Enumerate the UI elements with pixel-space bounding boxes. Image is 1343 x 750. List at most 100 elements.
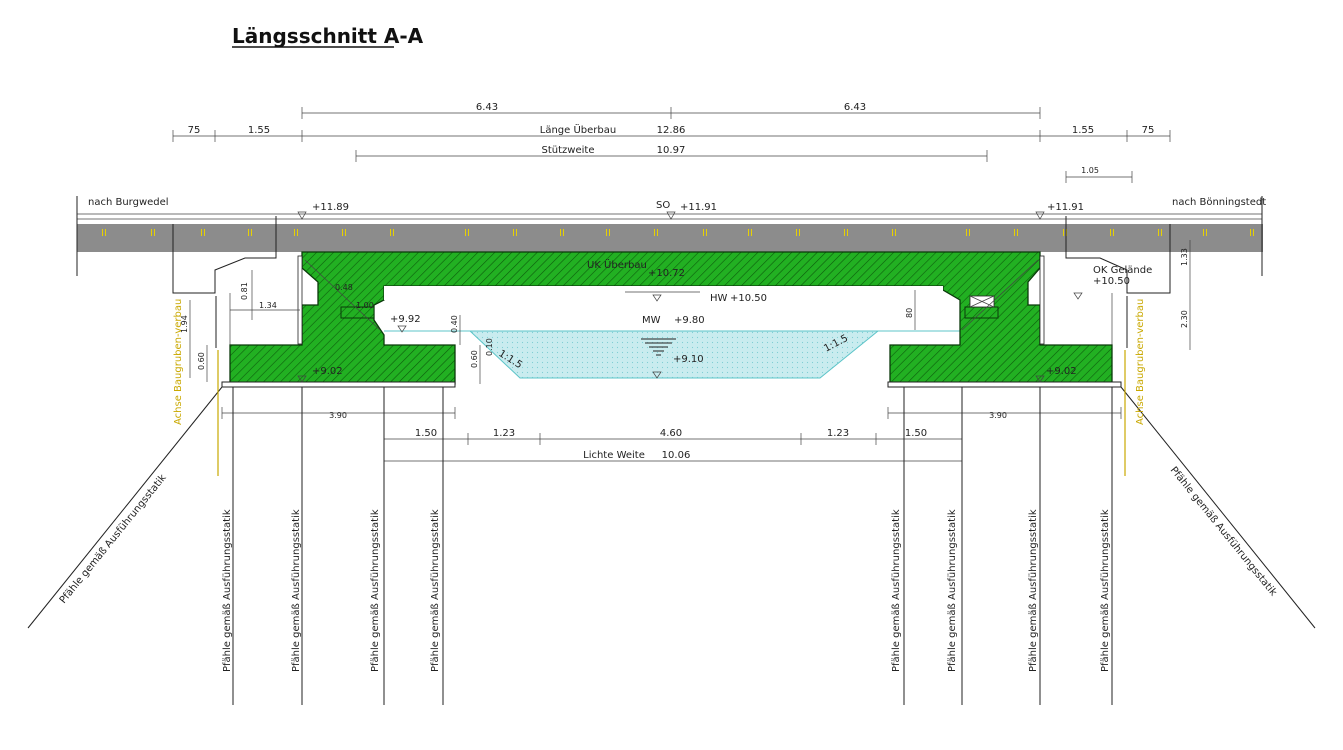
svg-text:1.50: 1.50 [905, 428, 927, 439]
svg-text:0.48: 0.48 [335, 283, 353, 292]
lane-marking: II [1202, 228, 1208, 239]
svg-text:1.34: 1.34 [259, 301, 277, 310]
dim-left-75: 75 [188, 125, 201, 136]
svg-text:1.23: 1.23 [827, 428, 849, 439]
level-ok-value: +10.50 [1093, 276, 1130, 287]
lane-marking: II [559, 228, 565, 239]
svg-text:Pfähle gemäß Ausführungsstatik: Pfähle gemäß Ausführungsstatik [430, 509, 441, 672]
foundation-width-dims: 3.90 3.90 [221, 407, 1122, 420]
lane-marking: II [605, 228, 611, 239]
svg-text:Lichte Weite: Lichte Weite [583, 450, 645, 461]
found-right-marker [1035, 375, 1045, 383]
svg-text:1.50: 1.50 [415, 428, 437, 439]
lane-marking: II [247, 228, 253, 239]
foundation-plate-right [887, 381, 1122, 388]
label-mw: MW [642, 315, 661, 326]
level-so-label: SO [656, 200, 670, 211]
ok-marker [1073, 292, 1083, 300]
svg-text:Pfähle gemäß Ausführungsstatik: Pfähle gemäß Ausführungsstatik [291, 509, 302, 672]
pile-labels: Pfähle gemäß Ausführungsstatik Pfähle ge… [58, 465, 1279, 672]
dimension-stuetzweite: Stützweite 10.97 [355, 145, 988, 162]
svg-text:1.00: 1.00 [356, 301, 374, 310]
lane-marking: II [653, 228, 659, 239]
road-surface [76, 196, 1263, 276]
svg-text:Pfähle gemäß Ausführungsstatik: Pfähle gemäß Ausführungsstatik [1100, 509, 1111, 672]
axis-label-right: Achse Baugruben-verbau [1135, 299, 1146, 425]
svg-text:2.30: 2.30 [1180, 310, 1189, 328]
foundation-plate-left [221, 381, 456, 388]
dimension-half-spans: 6.43 6.43 [301, 102, 1041, 119]
right-ground-lines [1065, 216, 1171, 348]
level-found-left: +9.02 [312, 366, 343, 377]
dim-stuetz-label: Stützweite [542, 145, 595, 156]
dimension-right-105: 1.05 [1065, 166, 1133, 183]
label-hw: HW [710, 293, 728, 304]
abutment-walls [297, 255, 1045, 345]
left-ground-lines [172, 216, 277, 348]
svg-text:Pfähle gemäß Ausführungsstatik: Pfähle gemäß Ausführungsstatik [891, 509, 902, 672]
lane-marking: II [1109, 228, 1115, 239]
lane-marking: II [389, 228, 395, 239]
lane-marking: II [1157, 228, 1163, 239]
vertical-dims-right: 80 1.33 2.30 [905, 240, 1191, 350]
dim-laenge-value: 12.86 [657, 125, 686, 136]
lane-marking: II [464, 228, 470, 239]
mw-water-symbol [641, 338, 676, 356]
dim-right-105: 1.05 [1081, 166, 1099, 175]
lane-marking: II [512, 228, 518, 239]
lane-marking: II [1013, 228, 1019, 239]
dim-right-75: 75 [1142, 125, 1155, 136]
dim-half-left: 6.43 [476, 102, 498, 113]
axis-baugrubenverbau: Achse Baugruben-verbau Achse Baugruben-v… [173, 299, 1146, 476]
level-found-right: +9.02 [1046, 366, 1077, 377]
svg-text:Pfähle gemäß Ausführungsstatik: Pfähle gemäß Ausführungsstatik [1028, 509, 1039, 672]
svg-text:Pfähle gemäß Ausführungsstatik: Pfähle gemäß Ausführungsstatik [1168, 465, 1279, 598]
asphalt-layer [77, 224, 1263, 252]
dim-stuetz-value: 10.97 [657, 145, 686, 156]
label-nach-burgwedel: nach Burgwedel [88, 197, 169, 208]
label-nach-boenningstedt: nach Bönningstedt [1172, 197, 1266, 208]
dim-laenge-label: Länge Überbau [540, 123, 616, 136]
svg-text:3.90: 3.90 [329, 411, 347, 420]
bed-marker [652, 371, 662, 379]
dim-half-right: 6.43 [844, 102, 866, 113]
svg-text:1.94: 1.94 [180, 315, 189, 333]
lane-marking: II [795, 228, 801, 239]
lane-marking: II [702, 228, 708, 239]
lane-marking: II [891, 228, 897, 239]
level-so-value: +11.91 [680, 202, 717, 213]
level-bed-value: +9.10 [673, 354, 704, 365]
svg-text:0.10: 0.10 [485, 338, 494, 356]
water-channel [468, 330, 880, 379]
axis-label-left: Achse Baugruben-verbau [173, 299, 184, 425]
lane-marking: II [965, 228, 971, 239]
lane-marking: II [150, 228, 156, 239]
svg-text:0.40: 0.40 [450, 315, 459, 333]
lane-marking: II [747, 228, 753, 239]
level-hw-value: +10.50 [730, 293, 767, 304]
level-mw-value: +9.80 [674, 315, 705, 326]
svg-text:Pfähle gemäß Ausführungsstatik: Pfähle gemäß Ausführungsstatik [370, 509, 381, 672]
dim-left-155: 1.55 [248, 125, 270, 136]
level-uk-value: +10.72 [648, 268, 685, 279]
drawing-title: Längsschnitt A-A [232, 24, 424, 48]
dimension-laenge-ueberbau: 75 1.55 Länge Überbau 12.86 1.55 75 [172, 123, 1171, 142]
lane-markings: II II II II II II II II II II II II II II II II II II II II… [101, 228, 1255, 239]
lane-marking: II [293, 228, 299, 239]
lane-marking: II [1249, 228, 1255, 239]
svg-text:0.81: 0.81 [240, 282, 249, 300]
bearing-block-right [969, 295, 995, 308]
vertical-dims-left: 0.81 1.34 1.94 0.60 0.48 1.00 0.40 0.10 … [180, 270, 494, 384]
lane-marking: II [101, 228, 107, 239]
label-ok-gelaende: OK Gelände [1093, 265, 1152, 276]
svg-text:1.33: 1.33 [1180, 248, 1189, 266]
svg-text:3.90: 3.90 [989, 411, 1007, 420]
svg-text:0.60: 0.60 [470, 350, 479, 368]
svg-text:4.60: 4.60 [660, 428, 682, 439]
deck-opening [384, 286, 943, 300]
lane-marking: II [200, 228, 206, 239]
lane-marking: II [843, 228, 849, 239]
dim-right-155: 1.55 [1072, 125, 1094, 136]
hw-marker [625, 291, 700, 302]
